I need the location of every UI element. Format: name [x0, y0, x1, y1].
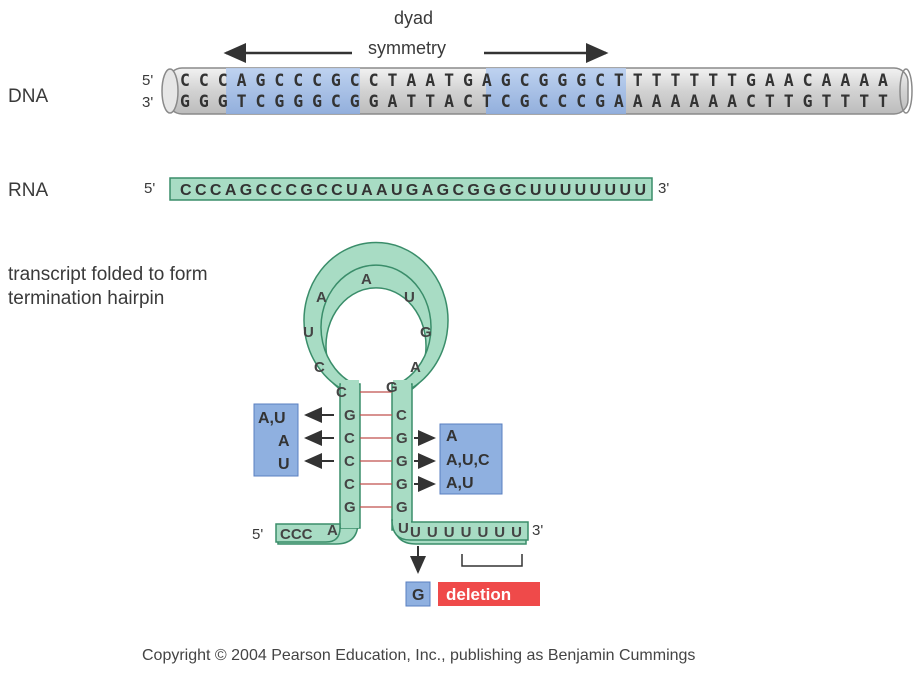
loop-base: G	[420, 324, 432, 341]
dyad-label-line1: dyad	[394, 8, 434, 28]
mutation-left: A	[278, 433, 290, 450]
stem-base: U	[398, 520, 409, 537]
loop-base: U	[303, 324, 314, 341]
loop-base: C	[314, 359, 325, 376]
rna-label: RNA	[8, 180, 49, 201]
deletion-box: deletion	[438, 582, 540, 606]
hairpin-five-tail	[275, 523, 341, 543]
loop-base: A	[316, 289, 327, 306]
deletion-text: deletion	[446, 585, 511, 604]
hairpin-five-prime: 5'	[252, 526, 264, 543]
deletion-rect	[438, 582, 540, 606]
mutation-right: A,U	[446, 475, 474, 492]
mutation-box-right	[439, 423, 503, 495]
dna-helix: CCCAGCCCGCCTAATGAGCGGGCTTTTTTTGAACAAAA G…	[161, 67, 913, 115]
loop-base: A	[361, 271, 372, 288]
left-stem-bases: C G C C C G	[336, 384, 356, 516]
dyad-label-line2: symmetry	[368, 38, 446, 58]
rna-five-prime: 5'	[144, 180, 156, 197]
mutation-right: A	[446, 428, 458, 445]
loop-base: U	[404, 289, 415, 306]
g-mutation-text: G	[412, 587, 424, 604]
stem-base: G	[344, 407, 356, 424]
stem-base: G	[396, 430, 408, 447]
dna-five-prime-top: 5'	[142, 72, 154, 89]
copyright: Copyright © 2004 Pearson Education, Inc.…	[142, 647, 696, 664]
mutation-left: U	[278, 456, 290, 473]
stem-base: C	[344, 476, 355, 493]
stem-base: C	[396, 407, 407, 424]
base-pair-lines	[360, 391, 392, 508]
stem-base: C	[344, 453, 355, 470]
loop-bases: C U A A U G A G	[303, 271, 432, 396]
hairpin-three-tail	[391, 519, 529, 541]
rna-strand: CCCAGCCCGCCUAAUGAGCGGGCUUUUUUUU	[169, 177, 653, 201]
hairpin-label-line1: transcript folded to form	[8, 264, 208, 285]
loop-base: G	[386, 379, 398, 396]
rna-three-prime: 3'	[658, 180, 670, 197]
left-mutation-box: A,U A U	[253, 403, 299, 477]
mutation-right: A,U,C	[446, 452, 490, 469]
stem-base: G	[396, 453, 408, 470]
right-stem-bases: C G G G G U	[396, 407, 409, 537]
five-tail-end-base: A	[327, 522, 338, 539]
dna-highlight-left	[226, 68, 360, 114]
dna-tube-end-right	[899, 68, 913, 114]
dna-tube-end-left	[161, 68, 179, 114]
mutation-box-left	[253, 403, 299, 477]
stem-base: G	[344, 499, 356, 516]
deletion-bracket	[461, 554, 523, 567]
right-mutation-box: A A,U,C A,U	[439, 423, 503, 495]
hairpin-three-prime: 3'	[532, 522, 544, 539]
hairpin-label-line2: termination hairpin	[8, 288, 165, 309]
hairpin-structure	[275, 241, 529, 545]
stem-base: G	[396, 499, 408, 516]
dna-label: DNA	[8, 86, 49, 107]
five-tail-bases: CCC	[280, 526, 313, 543]
g-box	[405, 581, 431, 607]
g-mutation-box: G	[405, 581, 431, 607]
stem-base: C	[344, 430, 355, 447]
dna-highlight-right	[486, 68, 626, 114]
stem-base: C	[336, 384, 347, 401]
mutation-left: A,U	[258, 410, 286, 427]
dna-three-prime-bottom: 3'	[142, 94, 154, 111]
mutation-arrows	[304, 407, 436, 574]
rna-sequence: CCCAGCCCGCCUAAUGAGCGGGCUUUUUUUU	[180, 182, 646, 199]
stem-base: G	[396, 476, 408, 493]
rna-strip	[169, 177, 653, 201]
loop-base: A	[410, 359, 421, 376]
